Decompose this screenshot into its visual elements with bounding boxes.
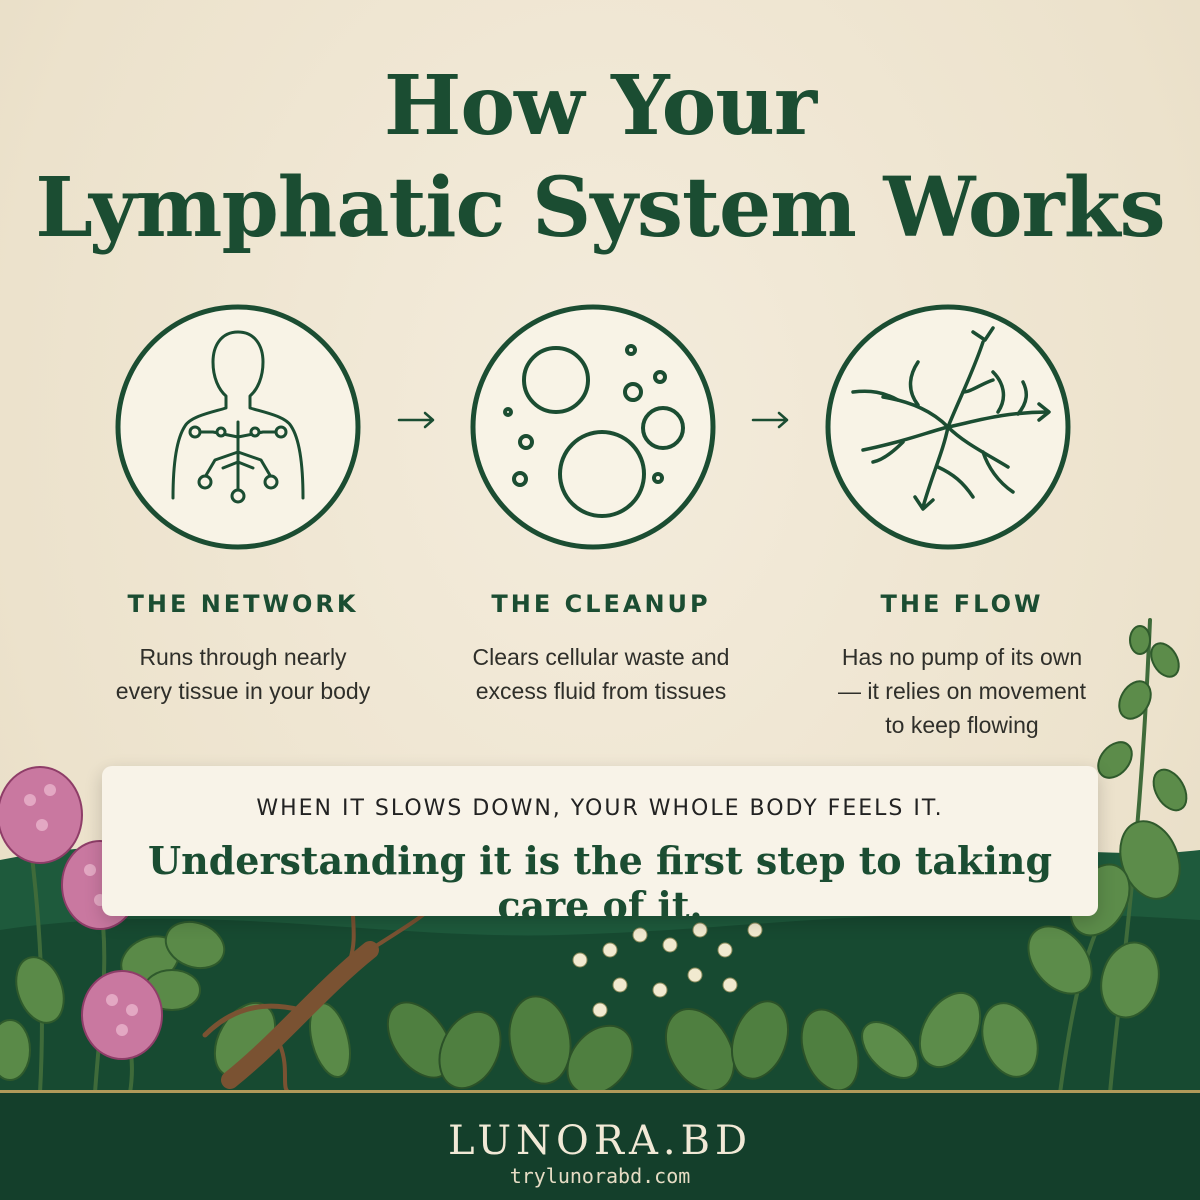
- title-line-2: Lymphatic System Works: [35, 160, 1165, 256]
- footer-bar: [0, 1093, 1200, 1200]
- arrow-right-icon: [751, 410, 791, 430]
- network-circle: [113, 302, 363, 552]
- step-3-desc-line: — it relies on movement: [838, 678, 1086, 704]
- cleanup-circle: [468, 302, 718, 552]
- cells-bubbles-icon: [470, 304, 716, 550]
- human-body-lymph-network-icon: [115, 304, 361, 550]
- brand-name: LUNORA.BD: [447, 1118, 753, 1164]
- step-2-desc-line: excess fluid from tissues: [475, 678, 727, 704]
- banner-main-text: Understanding it is the first step to ta…: [147, 838, 1053, 928]
- branching-flow-arrows-icon: [825, 304, 1071, 550]
- step-2-description: Clears cellular waste and excess fluid f…: [436, 640, 766, 708]
- website-link[interactable]: trylunorabd.com: [509, 1164, 691, 1188]
- step-3-title: THE FLOW: [880, 590, 1044, 618]
- title-line-1: How Your: [383, 58, 817, 154]
- step-2-desc-line: Clears cellular waste and: [472, 644, 730, 670]
- step-1-desc-line: Runs through nearly: [139, 644, 347, 670]
- banner-caps-text: WHEN IT SLOWS DOWN, YOUR WHOLE BODY FEEL…: [256, 796, 944, 821]
- step-3-desc-line: to keep flowing: [885, 712, 1039, 738]
- flow-circle: [823, 302, 1073, 552]
- step-1-title: THE NETWORK: [127, 590, 359, 618]
- step-3-description: Has no pump of its own — it relies on mo…: [797, 640, 1127, 742]
- step-2-title: THE CLEANUP: [491, 590, 711, 618]
- footer-divider: [0, 1090, 1200, 1093]
- step-3-desc-line: Has no pump of its own: [841, 644, 1083, 670]
- arrow-right-icon: [397, 410, 437, 430]
- message-banner: WHEN IT SLOWS DOWN, YOUR WHOLE BODY FEEL…: [102, 766, 1098, 928]
- step-1-desc-line: every tissue in your body: [115, 678, 371, 704]
- step-1-description: Runs through nearly every tissue in your…: [78, 640, 408, 708]
